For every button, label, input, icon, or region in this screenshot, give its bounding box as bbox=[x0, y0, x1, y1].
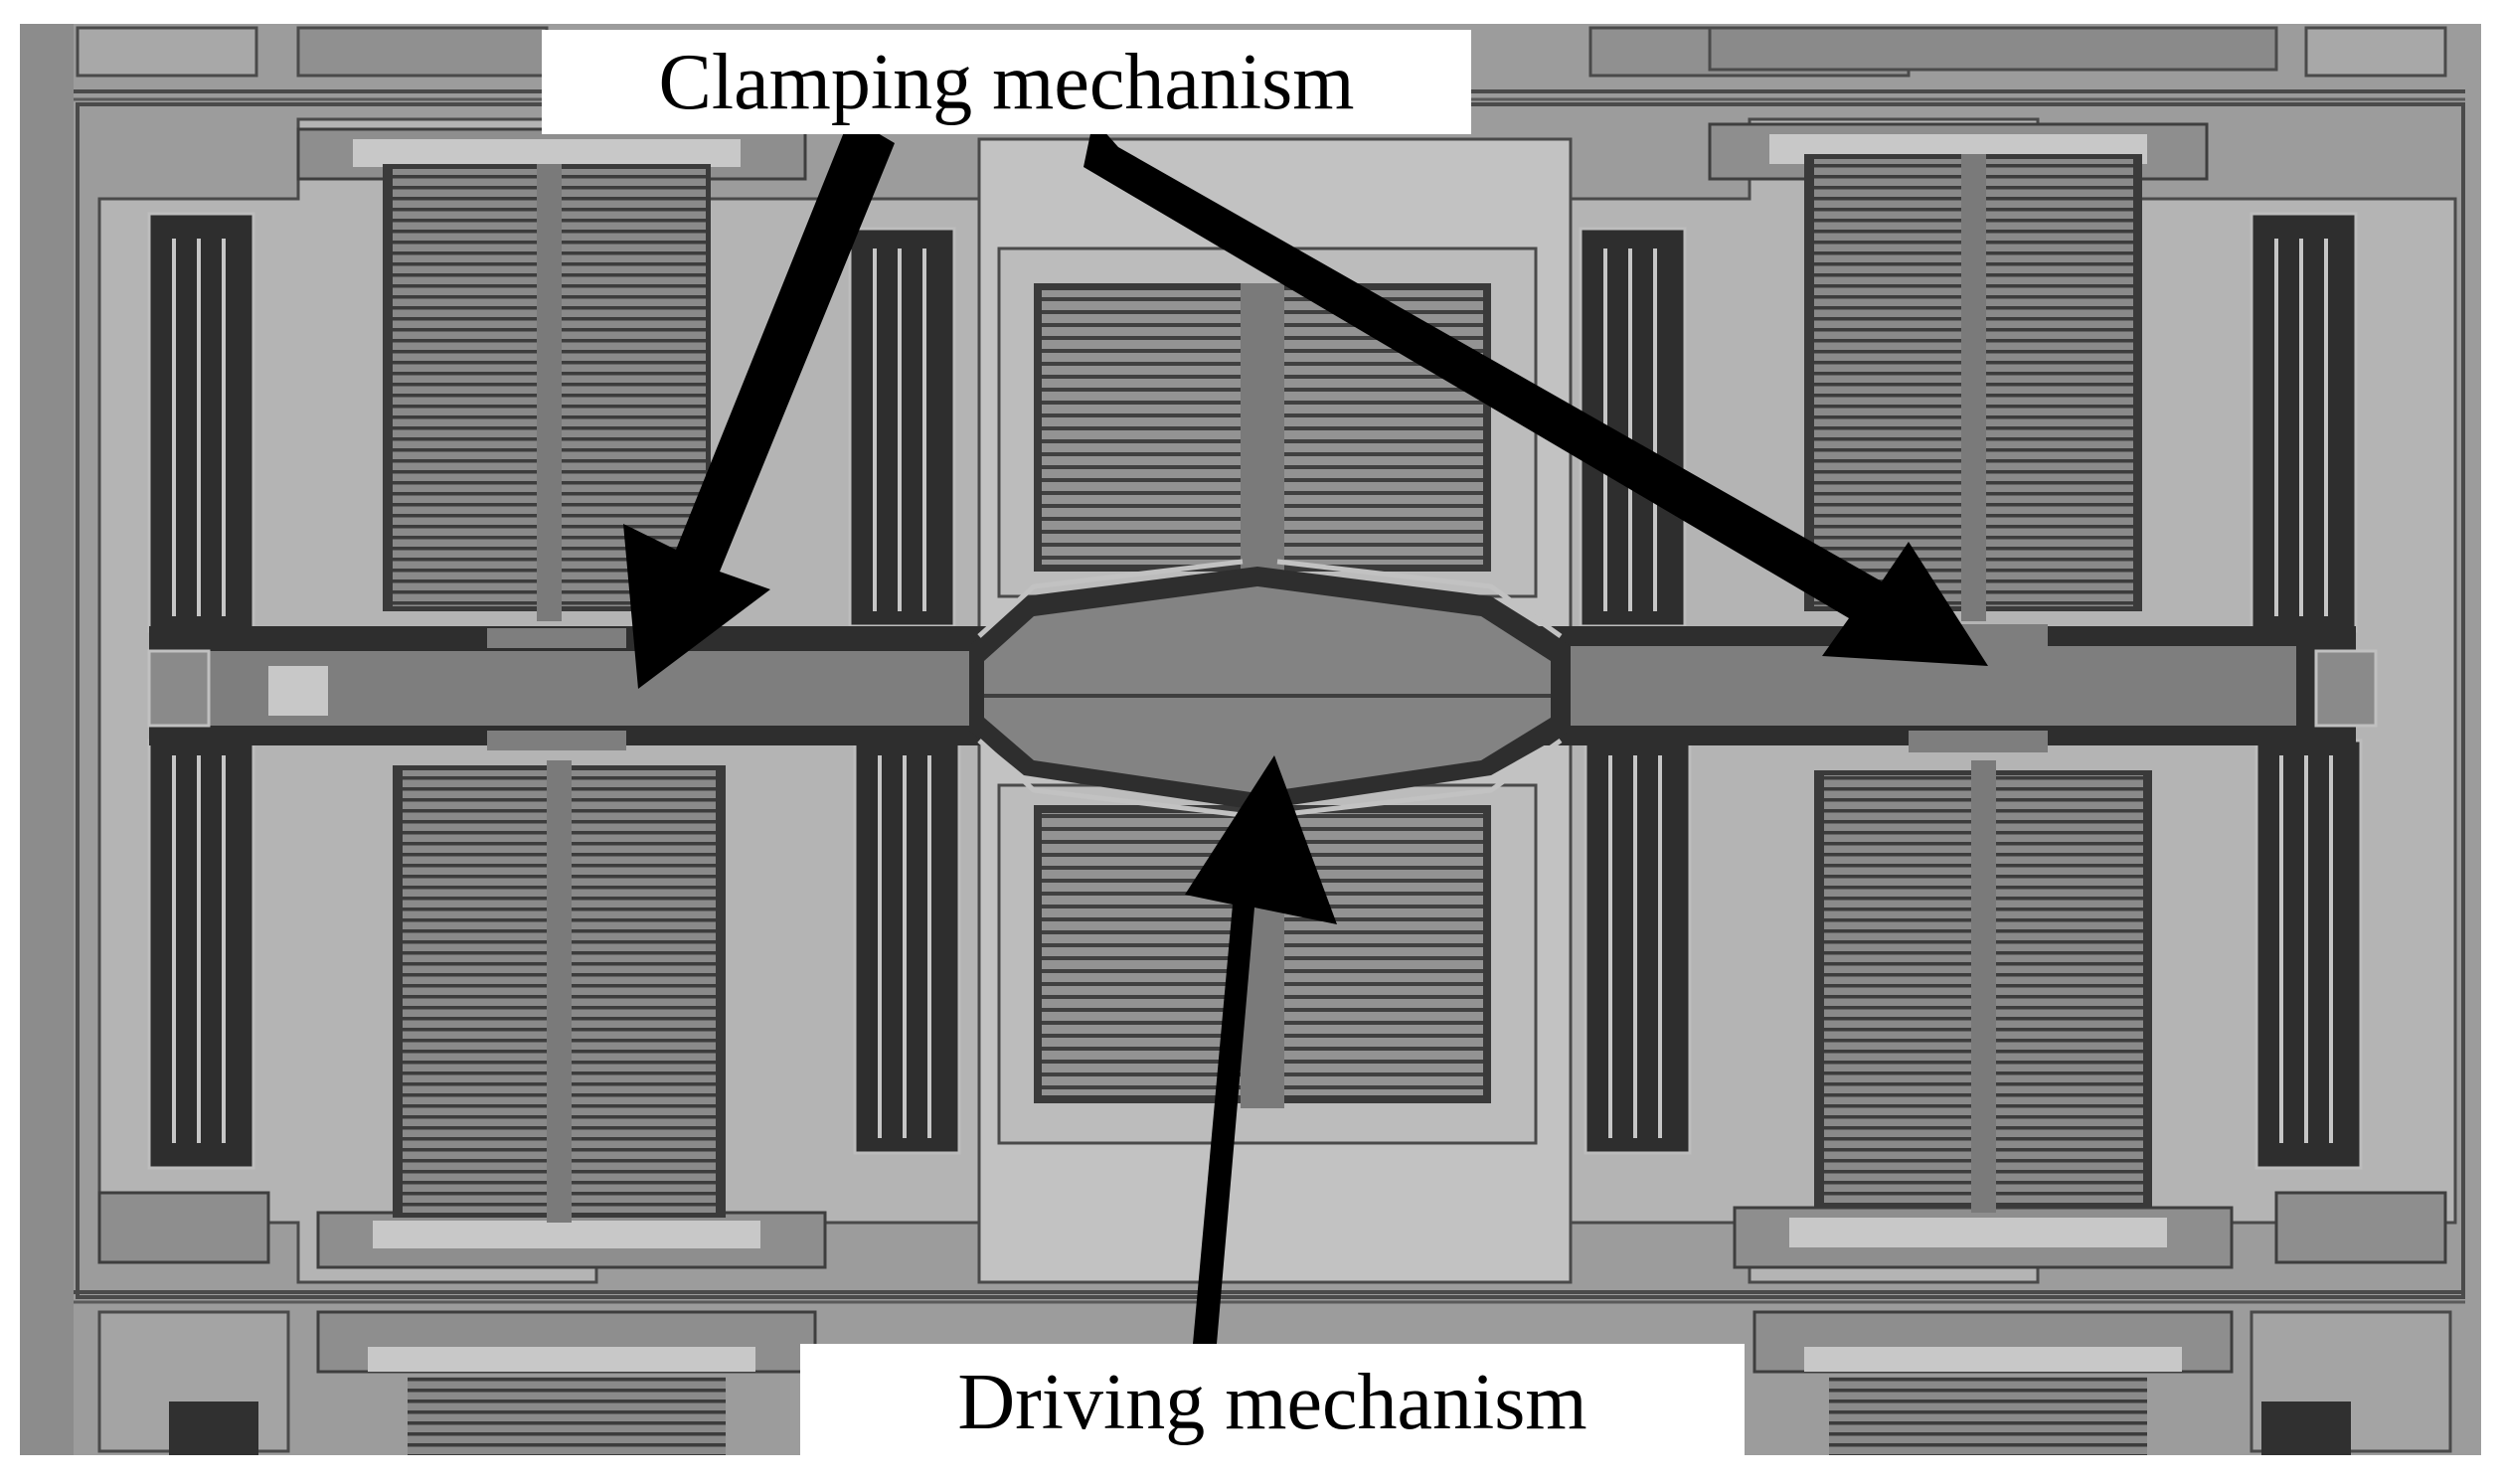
shuttle-beam bbox=[147, 624, 2378, 752]
clamping-mechanism-label: Clamping mechanism bbox=[542, 30, 1471, 134]
clamping-arrow-right bbox=[1084, 119, 1988, 666]
comb-drive-top-right bbox=[1804, 154, 2142, 621]
comb-drive-bottom-left bbox=[393, 760, 726, 1223]
comb-drive-bottom-right bbox=[1814, 760, 2152, 1213]
driving-arrow bbox=[1185, 755, 1337, 1344]
driving-mechanism-label: Driving mechanism bbox=[800, 1344, 1745, 1461]
flexure-springs bbox=[147, 212, 2363, 1170]
driving-mechanism bbox=[969, 559, 1571, 818]
spring-beams bbox=[172, 239, 2333, 1143]
clamping-arrow-left bbox=[623, 117, 895, 689]
bottom-strip bbox=[97, 1310, 2452, 1455]
bottom-rail bbox=[74, 1191, 2465, 1304]
arrow-icon bbox=[623, 117, 1988, 1344]
